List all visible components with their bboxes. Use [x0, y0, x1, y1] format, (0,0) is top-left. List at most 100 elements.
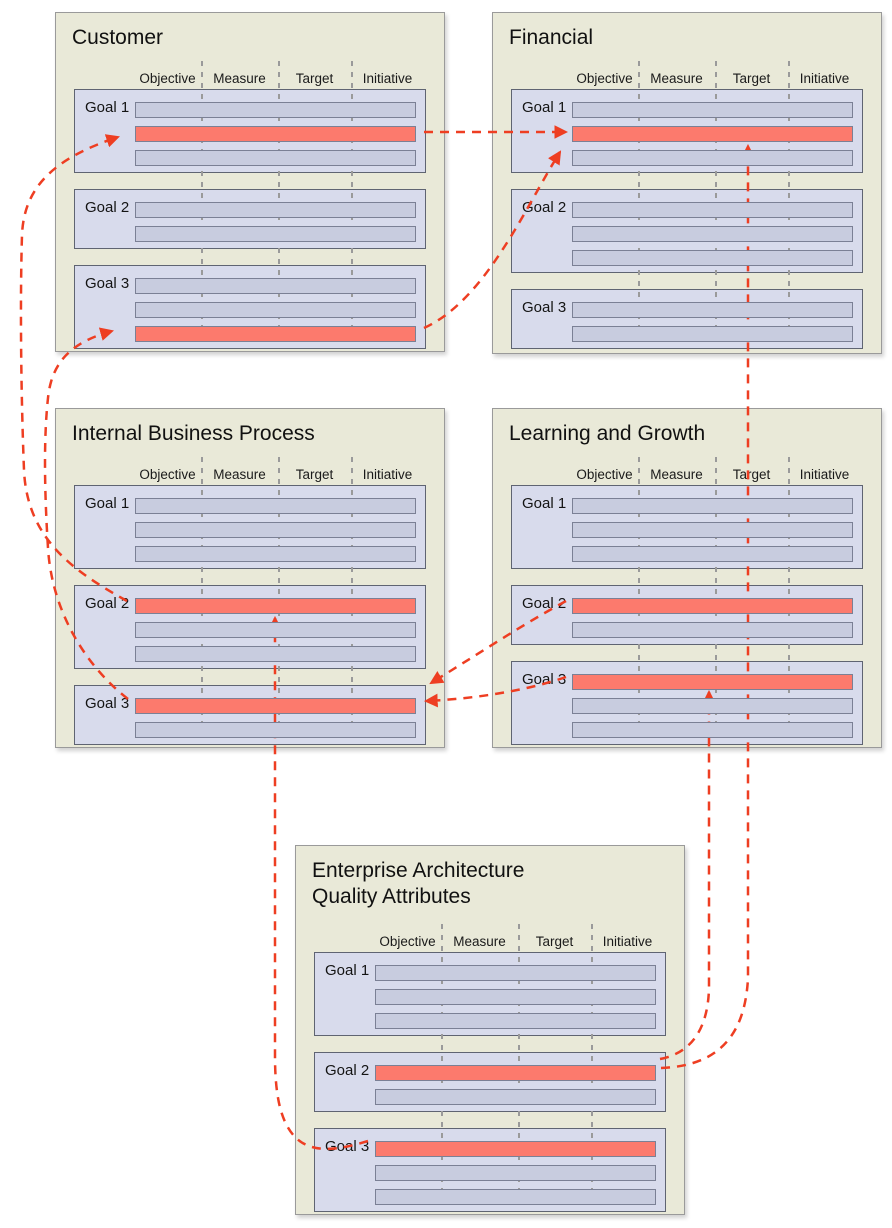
panel-title: Learning and Growth: [509, 422, 706, 445]
scorecard-bar: [572, 250, 853, 266]
column-header-objective: Objective: [139, 467, 196, 482]
goal-label: Goal 1: [85, 99, 130, 116]
scorecard-bar: [572, 226, 853, 242]
goal-box-ea-quality-attributes: Goal 2: [314, 1052, 666, 1112]
bars: [135, 598, 416, 662]
column-header-initiative: Initiative: [362, 467, 413, 482]
scorecard-bar: [572, 622, 853, 638]
column-headers: Objective Measure Target Initiative: [134, 71, 424, 87]
panel-financial: Financial Objective Measure Target Initi…: [492, 12, 882, 354]
goal-box-learning-and-growth: Goal 2: [511, 585, 863, 645]
goal-label: Goal 3: [85, 695, 130, 712]
column-header-measure: Measure: [213, 467, 266, 482]
goals-container: Goal 1 Goal 2 Goal 3: [511, 485, 863, 745]
goal-label: Goal 1: [522, 495, 567, 512]
bars: [572, 498, 853, 562]
goal-label: Goal 2: [522, 199, 567, 216]
highlighted-scorecard-bar: [572, 598, 853, 614]
bars: [572, 598, 853, 638]
panel-title-line2: Quality Attributes: [312, 885, 471, 908]
goal-box-internal-business-process: Goal 1: [74, 485, 426, 569]
goal-label: Goal 2: [522, 595, 567, 612]
column-header-target: Target: [295, 71, 334, 86]
column-headers: Objective Measure Target Initiative: [134, 467, 424, 483]
column-header-objective: Objective: [576, 467, 633, 482]
panel-title: Internal Business Process: [72, 422, 315, 445]
column-header-measure: Measure: [650, 467, 703, 482]
goal-box-financial: Goal 1: [511, 89, 863, 173]
goal-label: Goal 3: [522, 671, 567, 688]
column-header-objective: Objective: [139, 71, 196, 86]
goal-label: Goal 1: [522, 99, 567, 116]
scorecard-bar: [572, 202, 853, 218]
scorecard-bar: [572, 326, 853, 342]
highlighted-scorecard-bar: [572, 674, 853, 690]
goal-box-learning-and-growth: Goal 3: [511, 661, 863, 745]
bars: [135, 202, 416, 242]
scorecard-bar: [135, 302, 416, 318]
highlighted-scorecard-bar: [135, 126, 416, 142]
goals-container: Goal 1 Goal 2 Goal 3: [314, 952, 666, 1212]
column-header-target: Target: [535, 934, 574, 949]
highlighted-scorecard-bar: [135, 698, 416, 714]
goal-box-financial: Goal 2: [511, 189, 863, 273]
bars: [135, 498, 416, 562]
column-header-objective: Objective: [379, 934, 436, 949]
scorecard-bar: [572, 102, 853, 118]
goal-box-financial: Goal 3: [511, 289, 863, 349]
goal-label: Goal 3: [325, 1138, 370, 1155]
column-header-target: Target: [732, 467, 771, 482]
highlighted-scorecard-bar: [375, 1065, 656, 1081]
bars: [135, 102, 416, 166]
column-header-initiative: Initiative: [799, 71, 850, 86]
goal-box-internal-business-process: Goal 2: [74, 585, 426, 669]
goal-label: Goal 3: [85, 275, 130, 292]
scorecard-bar: [572, 498, 853, 514]
scorecard-bar: [572, 546, 853, 562]
goal-label: Goal 1: [325, 962, 370, 979]
scorecard-bar: [135, 522, 416, 538]
scorecard-bar: [375, 1189, 656, 1205]
goal-box-customer: Goal 1: [74, 89, 426, 173]
scorecard-bar: [375, 1165, 656, 1181]
goal-label: Goal 3: [522, 299, 567, 316]
panel-customer: Customer Objective Measure Target Initia…: [55, 12, 445, 352]
scorecard-bar: [375, 1089, 656, 1105]
scorecard-bar: [572, 150, 853, 166]
scorecard-bar: [135, 546, 416, 562]
scorecard-bar: [135, 722, 416, 738]
scorecard-bar: [135, 150, 416, 166]
goals-container: Goal 1 Goal 2 Goal 3: [74, 89, 426, 349]
panel-learning-and-growth: Learning and Growth Objective Measure Ta…: [492, 408, 882, 748]
column-header-target: Target: [295, 467, 334, 482]
bars: [375, 1065, 656, 1105]
scorecard-bar: [375, 965, 656, 981]
scorecard-bar: [375, 989, 656, 1005]
panel-ea-quality-attributes: Enterprise Architecture Quality Attribut…: [295, 845, 685, 1215]
scorecard-bar: [135, 202, 416, 218]
column-headers: Objective Measure Target Initiative: [571, 71, 861, 87]
column-header-measure: Measure: [453, 934, 506, 949]
scorecard-bar: [375, 1013, 656, 1029]
goal-label: Goal 2: [85, 595, 130, 612]
goal-box-ea-quality-attributes: Goal 3: [314, 1128, 666, 1212]
bars: [572, 102, 853, 166]
scorecard-bar: [572, 722, 853, 738]
scorecard-bar: [135, 646, 416, 662]
goal-label: Goal 2: [85, 199, 130, 216]
column-header-target: Target: [732, 71, 771, 86]
goal-box-ea-quality-attributes: Goal 1: [314, 952, 666, 1036]
panel-title: Financial: [509, 26, 594, 49]
scorecard-bar: [572, 302, 853, 318]
bars: [375, 965, 656, 1029]
goal-label: Goal 1: [85, 495, 130, 512]
bars: [135, 278, 416, 342]
scorecard-bar: [135, 622, 416, 638]
bars: [572, 202, 853, 266]
column-header-initiative: Initiative: [362, 71, 413, 86]
goals-container: Goal 1 Goal 2 Goal 3: [511, 89, 863, 349]
scorecard-bar: [135, 102, 416, 118]
column-header-measure: Measure: [213, 71, 266, 86]
scorecard-bar: [572, 698, 853, 714]
bars: [135, 698, 416, 738]
